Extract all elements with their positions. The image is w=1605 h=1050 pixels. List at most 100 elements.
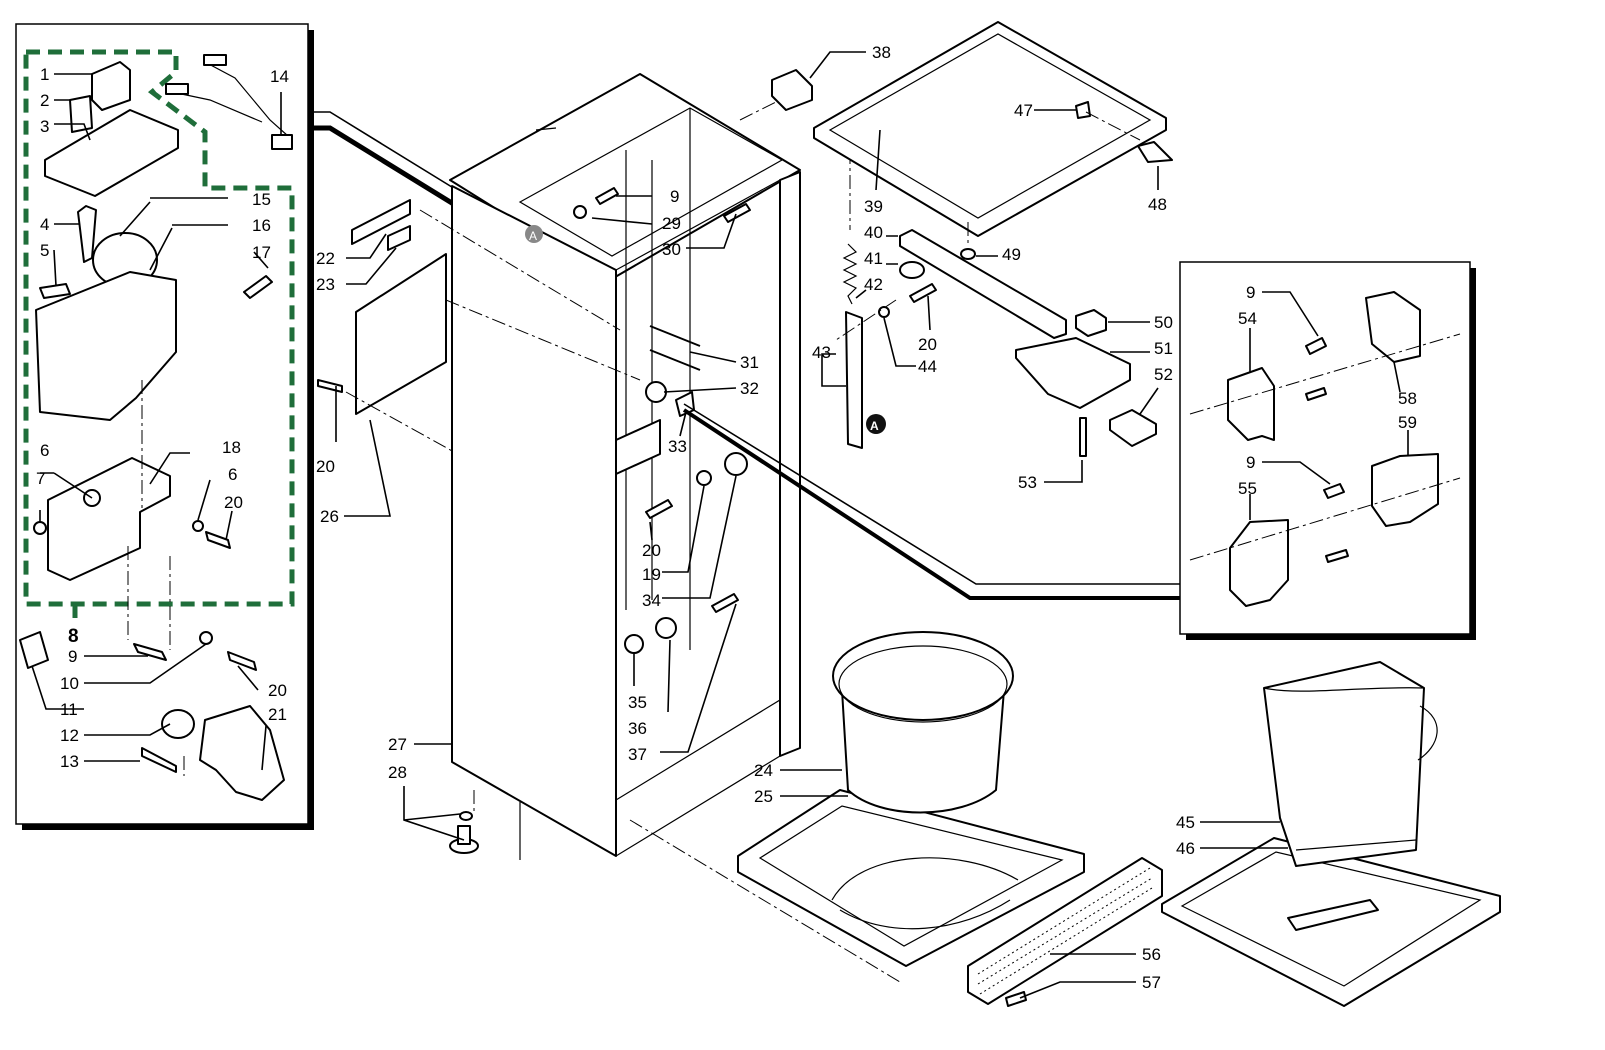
callout-label: 16 [252, 216, 271, 235]
part-3-base-plate [44, 109, 179, 197]
part-20c-screw [645, 499, 673, 519]
callout-label: 14 [270, 67, 289, 86]
part-23-plate [387, 225, 411, 251]
right-inset-callouts: 9 54 58 59 9 55 [1238, 283, 1417, 498]
part-24-bucket [841, 689, 1005, 814]
callout-label: 53 [1018, 473, 1037, 492]
part-29-washer [573, 205, 587, 219]
part-19-washer [696, 470, 712, 486]
part-55-guide [1229, 519, 1289, 607]
callout-label: 43 [812, 343, 831, 362]
part-50-block [1075, 309, 1107, 337]
part-9d2-screw [1325, 549, 1349, 563]
callout-label: 20 [268, 681, 287, 700]
part-42-spring [842, 243, 858, 305]
part-4-clip [77, 205, 97, 263]
part-38-latch [771, 69, 813, 111]
callout-label: 30 [662, 240, 681, 259]
callout-label: 35 [628, 693, 647, 712]
callout-label: 20 [224, 493, 243, 512]
part-41-grommet [899, 261, 925, 279]
kit-marker: 8 [68, 626, 79, 647]
callout-label: 9 [68, 647, 77, 666]
part-9c-screw [1305, 337, 1327, 355]
callout-label: 48 [1148, 195, 1167, 214]
ref-mark-a1: A [525, 225, 543, 243]
callout-label: 9 [1246, 283, 1255, 302]
part-1-housing [91, 61, 131, 111]
top-callouts: 38 47 48 39 40 41 42 49 20 43 44 50 51 5… [812, 43, 1173, 492]
part-9a-screw [133, 643, 167, 661]
part-44-washer [878, 306, 890, 318]
callout-label: 19 [642, 565, 661, 584]
callout-label: 9 [1246, 453, 1255, 472]
callout-label: 12 [60, 726, 79, 745]
callout-label: 37 [628, 745, 647, 764]
part-25-tray [737, 789, 1085, 967]
cabinet: 9 29 30 31 32 33 20 19 34 35 36 37 22 23… [316, 73, 901, 983]
callout-label: 51 [1154, 339, 1173, 358]
part-53-screw [1079, 417, 1087, 457]
part-45-pail [1263, 661, 1425, 867]
callout-label: 28 [388, 763, 407, 782]
callout-label: 1 [40, 65, 49, 84]
callout-label: 23 [316, 275, 335, 294]
part-34-roller [724, 452, 748, 476]
callout-label: 56 [1142, 945, 1161, 964]
callout-label: 33 [668, 437, 687, 456]
part-12-nut [161, 709, 195, 739]
part-13-screw [141, 747, 177, 773]
part-36-roller [655, 617, 677, 639]
part-20a-screw [205, 531, 231, 549]
part-20b-screw [227, 651, 257, 671]
callout-label: 4 [40, 215, 49, 234]
grille-assembly: 56 57 [967, 857, 1163, 1007]
callout-label: 57 [1142, 973, 1161, 992]
callout-label: 15 [252, 190, 271, 209]
part-11-cap [19, 631, 49, 669]
callout-label: 20 [918, 335, 937, 354]
callout-label: 24 [754, 761, 773, 780]
callout-label: 55 [1238, 479, 1257, 498]
pail-assembly: 45 46 [1161, 661, 1501, 1007]
part-16-gear-box [35, 271, 177, 421]
tray-handle-slot [1287, 899, 1379, 931]
callout-label: 9 [670, 187, 679, 206]
part-48-foot [1137, 141, 1173, 163]
callout-label: A [529, 229, 537, 243]
callout-label: 52 [1154, 365, 1173, 384]
callout-label: 5 [40, 241, 49, 260]
callout-label: 3 [40, 117, 49, 136]
inset-connector [308, 111, 461, 193]
tray-ring [831, 857, 1019, 930]
part-59-guide [1371, 453, 1439, 527]
part-9c2-screw [1305, 387, 1327, 401]
part-43-arm [845, 311, 863, 449]
part-49-bumper [960, 248, 976, 260]
part-40-rail [899, 229, 1067, 339]
callout-label: 7 [36, 469, 45, 488]
callout-label: 39 [864, 197, 883, 216]
callout-label: 2 [40, 91, 49, 110]
part-37-screw [711, 593, 739, 613]
callout-label: 49 [1002, 245, 1021, 264]
callout-label: 27 [388, 735, 407, 754]
top-assembly: 38 47 48 39 40 41 42 49 20 43 44 50 51 5… [771, 21, 1173, 492]
part-32-pulley [645, 381, 667, 403]
callout-label: 10 [60, 674, 79, 693]
callout-label: 11 [60, 700, 78, 719]
part-52-switch [1109, 409, 1157, 447]
part-22-strip [351, 199, 411, 245]
callout-label: 21 [268, 705, 287, 724]
callout-label: 29 [662, 214, 681, 233]
kit-outline [23, 49, 295, 607]
part-31-pins [649, 325, 701, 371]
callout-label: 36 [628, 719, 647, 738]
part-20d-screw [317, 379, 343, 393]
callout-label: 44 [918, 357, 937, 376]
callout-label: 45 [1176, 813, 1195, 832]
callout-label: 18 [222, 438, 241, 457]
ref-mark-a2: A [866, 414, 886, 434]
